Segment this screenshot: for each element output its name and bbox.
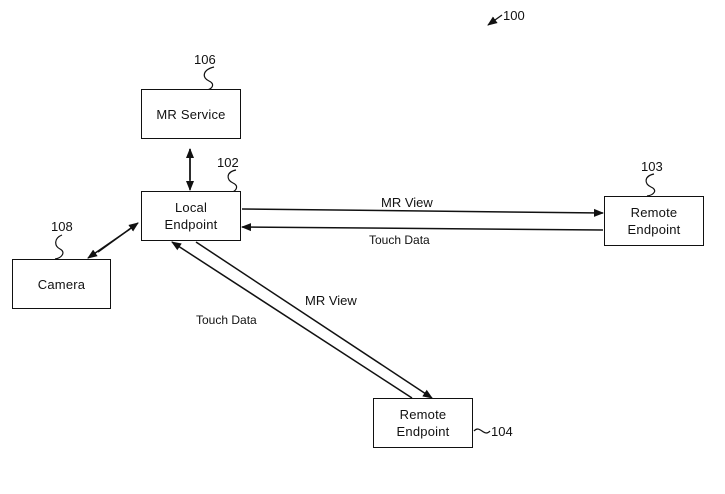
figure-ref-label: 100: [503, 8, 525, 23]
local-endpoint-ref: 102: [217, 155, 239, 170]
arrow-mr-view-104: [195, 241, 433, 399]
remote-endpoint-104-ref: 104: [491, 424, 513, 439]
remote-endpoint-104-label-2: Endpoint: [396, 424, 450, 439]
local-endpoint-box: Local Endpoint: [141, 191, 241, 241]
figure-ref-arrow: [487, 14, 503, 26]
remote-endpoint-104-label-1: Remote: [399, 407, 447, 422]
arrow-touch-data-103: [241, 223, 604, 232]
edge-label-touch-data-104: Touch Data: [196, 313, 257, 327]
remote-endpoint-103-label-1: Remote: [630, 205, 678, 220]
leader-103: [645, 173, 656, 197]
local-endpoint-label-2: Endpoint: [164, 217, 218, 232]
edge-label-touch-data-103: Touch Data: [369, 233, 430, 247]
arrow-local-camera: [87, 228, 131, 259]
leader-106: [203, 66, 215, 91]
camera-label: Camera: [37, 276, 86, 292]
leader-108: [54, 234, 64, 260]
arrow-mr-view-103: [241, 208, 604, 217]
arrow-touch-data-104: [171, 241, 413, 399]
mr-service-box: MR Service: [141, 89, 241, 139]
leader-102: [227, 169, 238, 194]
local-endpoint-label-1: Local: [174, 200, 208, 215]
remote-endpoint-103-ref: 103: [641, 159, 663, 174]
mr-service-label: MR Service: [156, 106, 226, 122]
edge-label-mr-view-104: MR View: [305, 293, 357, 308]
leader-104: [473, 428, 491, 434]
remote-endpoint-103-label-2: Endpoint: [627, 222, 681, 237]
camera-box: Camera: [12, 259, 111, 309]
remote-endpoint-103-box: Remote Endpoint: [604, 196, 704, 246]
mr-service-ref: 106: [194, 52, 216, 67]
camera-ref: 108: [51, 219, 73, 234]
remote-endpoint-104-box: Remote Endpoint: [373, 398, 473, 448]
edge-label-mr-view-103: MR View: [381, 195, 433, 210]
